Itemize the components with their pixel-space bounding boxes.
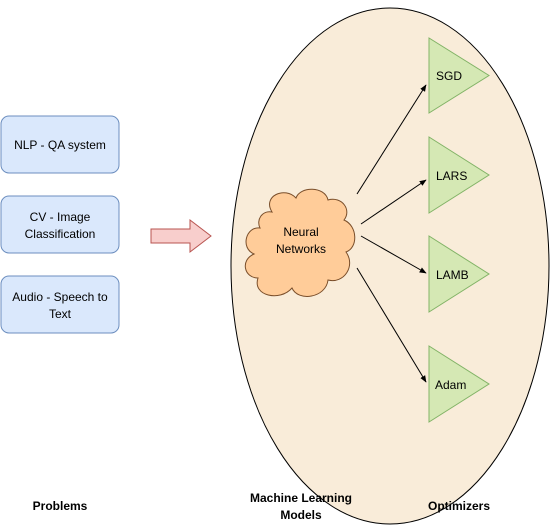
optimizer-adam-label: Adam — [435, 378, 466, 392]
problem-box-audio[interactable]: Audio - Speech to Text — [0, 275, 120, 334]
problem-box-cv-label-line2: Classification — [25, 227, 96, 241]
arrow-to-lars — [360, 179, 427, 225]
optimizer-lamb-label: LAMB — [436, 268, 469, 282]
problem-box-cv-label-line1: CV - Image — [30, 210, 91, 224]
optimizer-lars[interactable]: LARS — [428, 136, 490, 214]
optimizers-footer-label: Optimizers — [428, 499, 490, 513]
block-arrow — [150, 218, 212, 254]
problem-box-audio-label-line2: Text — [49, 307, 72, 321]
problems-footer-label: Problems — [33, 499, 88, 513]
optimizer-lars-label: LARS — [436, 169, 467, 183]
problem-box-audio-label-line1: Audio - Speech to — [12, 290, 108, 304]
problem-box-cv[interactable]: CV - Image Classification — [0, 195, 120, 254]
arrow-to-adam — [356, 267, 427, 383]
neural-networks-cloud[interactable]: Neural Networks — [244, 188, 356, 297]
problem-box-nlp[interactable]: NLP - QA system — [0, 115, 120, 174]
optimizer-lamb[interactable]: LAMB — [428, 235, 490, 313]
models-footer-label-line1: Machine Learning — [250, 491, 352, 505]
optimizer-sgd[interactable]: SGD — [428, 37, 490, 114]
optimizer-adam[interactable]: Adam — [428, 345, 490, 423]
arrow-to-sgd — [356, 84, 427, 195]
cloud-label-line1: Neural — [283, 225, 318, 239]
models-footer-label-line2: Models — [280, 508, 322, 522]
arrow-to-lamb — [360, 235, 427, 274]
cloud-label-line2: Networks — [276, 242, 326, 256]
problem-box-nlp-label: NLP - QA system — [14, 138, 106, 152]
optimizer-sgd-label: SGD — [436, 69, 462, 83]
